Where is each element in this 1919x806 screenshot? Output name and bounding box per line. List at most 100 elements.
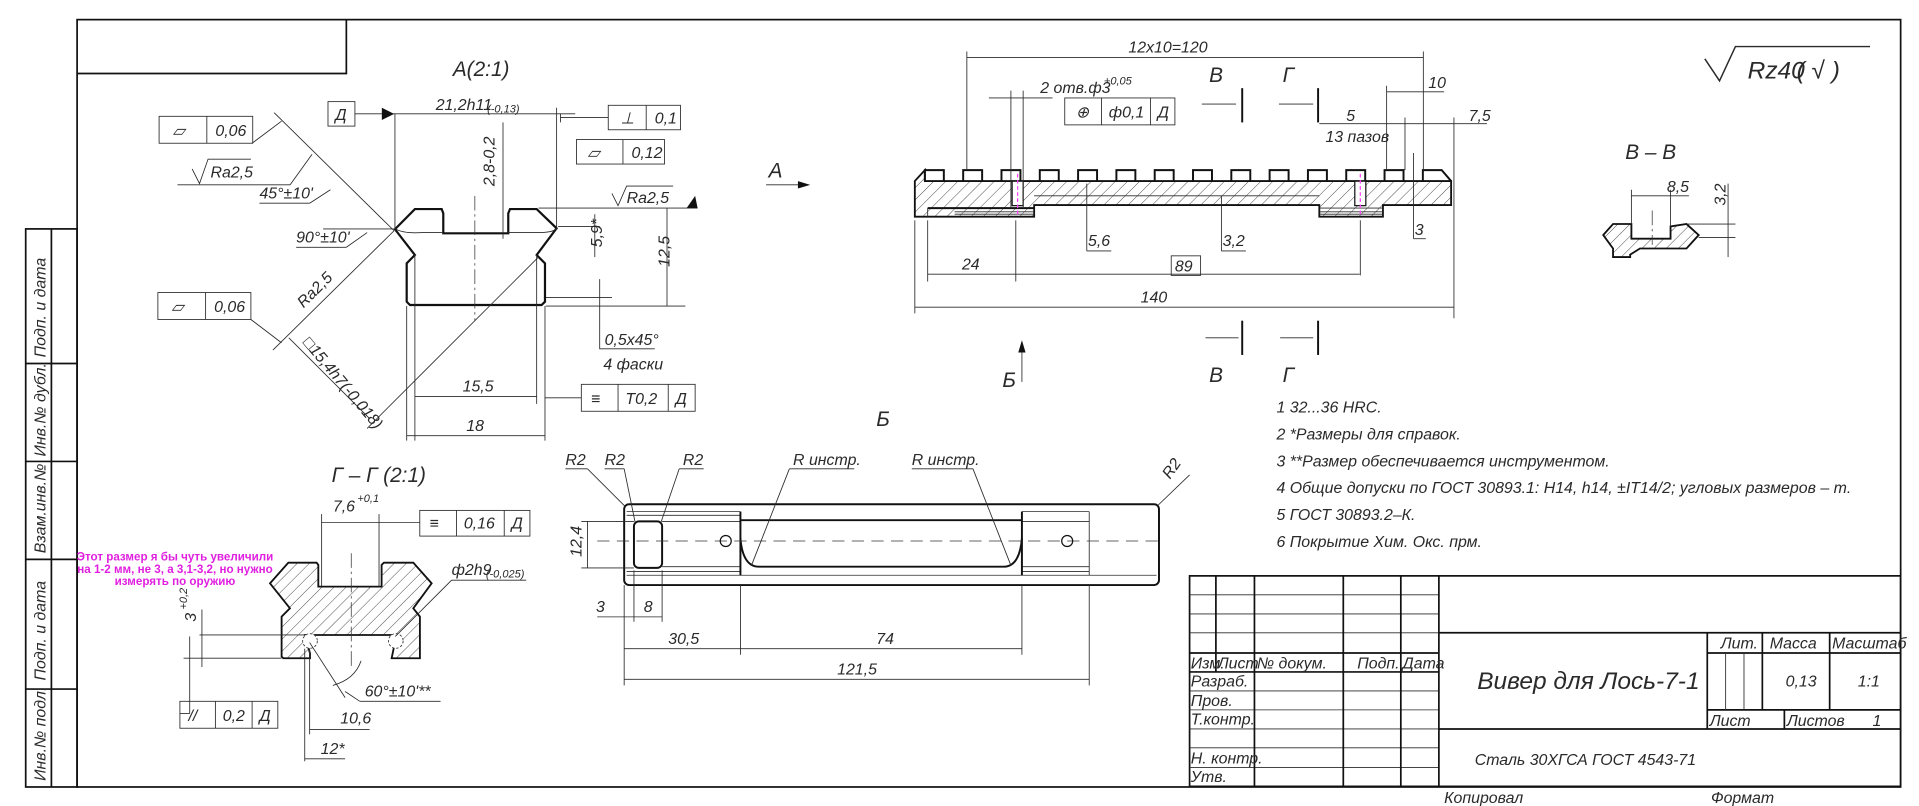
roughness-diagonal: Ra2,5 — [294, 269, 336, 311]
dim-7-5: 7,5 — [1469, 108, 1491, 125]
dim-30-5: 30,5 — [668, 631, 699, 648]
dim-89: 89 — [1175, 259, 1193, 276]
sheets-count: 1 — [1872, 713, 1881, 730]
view-b: Б R2 R2 R2 R инстр. R инстр. R2 12,4 3 8 — [565, 408, 1190, 686]
rail-tooth — [1115, 169, 1137, 182]
cut-label-v-top: В — [1209, 64, 1223, 87]
part-name: Вивер для Лось-7-1 — [1477, 668, 1699, 695]
sheets-label: Листов — [1786, 713, 1845, 730]
dim-121-5: 121,5 — [837, 661, 877, 678]
header-signature: Подп. — [1357, 655, 1399, 672]
datum-d-label: Д — [333, 107, 346, 124]
angle-45: 45°±10' — [259, 185, 313, 202]
chamfer-count: 4 фаски — [603, 357, 663, 374]
mass-label: Масса — [1770, 636, 1817, 653]
angle-90: 90°±10' — [296, 229, 350, 246]
width-dim: 21,2h11 — [435, 97, 492, 114]
fcf-datum: Д — [510, 516, 523, 533]
fcf-value: 0,12 — [632, 145, 663, 162]
pitch-dim: 12x10=120 — [1128, 40, 1207, 57]
section-vv-title: В – В — [1625, 141, 1676, 164]
chamfer-dim: 0,5x45° — [605, 332, 659, 349]
roughness-bracket: ( √ ) — [1797, 57, 1840, 84]
r-tool-label-1: R инстр. — [793, 452, 861, 469]
flatness-icon: ▱ — [587, 145, 601, 162]
rail-tooth — [962, 169, 984, 182]
roughness-right: Ra2,5 — [627, 190, 670, 207]
note-3: 3 **Размер обеспечивается инструментом. — [1276, 453, 1609, 470]
angle-60: 60°±10'** — [365, 683, 432, 700]
note-5: 5 ГОСТ 30893.2–К. — [1276, 507, 1415, 524]
fcf-value: 0,2 — [223, 708, 245, 725]
flatness-icon: ▱ — [173, 123, 187, 140]
role-developer: Разраб. — [1191, 674, 1249, 691]
role-norm-control: Н. контр. — [1191, 751, 1263, 768]
role-approved: Утв. — [1190, 769, 1227, 786]
note-6: 6 Покрытие Хим. Окс. прм. — [1276, 534, 1482, 551]
dim-74: 74 — [876, 631, 894, 648]
r2-label-3: R2 — [683, 452, 703, 469]
view-a: A(2:1) Д 21,2h11 (-0,13) 2,8-0,2 ⊥ 0,1 ▱… — [157, 58, 698, 441]
roughness-value: Rz40 — [1748, 57, 1806, 84]
material: Сталь 30ХГСА ГОСТ 4543-71 — [1475, 752, 1696, 769]
dim-8-5: 8,5 — [1667, 179, 1689, 196]
dim-8: 8 — [644, 599, 653, 616]
technical-notes: 1 32...36 HRC. 2 *Размеры для справок. 3… — [1275, 399, 1851, 551]
flatness-fcf-top: ▱ 0,12 — [576, 139, 665, 165]
header-change: Изм. — [1191, 655, 1225, 672]
r-tool-label-2: R инстр. — [912, 452, 980, 469]
note-1: 1 32...36 HRC. — [1276, 399, 1381, 416]
rail-tooth — [1383, 169, 1405, 182]
cut-label-v-bottom: В — [1209, 364, 1223, 387]
main-section-view: 12x10=120 cp 2 отв.ф3 +0,05 ⊕ ф0,1 Д В Г… — [766, 40, 1491, 392]
dim-10-6: 10,6 — [340, 710, 371, 727]
section-gg: Г – Г (2:1) 7,6 +0,1 ≡ 0,16 Д ф2h9 (-0,0… — [178, 464, 531, 762]
grooves-count: 13 пазов — [1325, 129, 1389, 146]
scale-value: 1:1 — [1858, 674, 1880, 691]
symmetry-fcf: ≡ T0,2 Д — [544, 383, 696, 412]
dim-5-9: 5,9* — [589, 218, 606, 247]
dim-24: 24 — [961, 256, 980, 273]
side-label-replace-inv: Взам.инв.№ — [32, 464, 49, 554]
dim-15-5: 15,5 — [463, 379, 494, 396]
section-vv: В – В 8,5 3,2 — [1602, 141, 1736, 258]
dim-3-tolerance: +0,2 — [178, 588, 190, 610]
view-b-title: Б — [876, 408, 890, 431]
dim-3-2: 3,2 — [1223, 233, 1245, 250]
lit-label: Лит. — [1720, 636, 1758, 653]
dim-3-gg: 3 — [183, 613, 200, 622]
dim-3-b: 3 — [596, 599, 605, 616]
role-tech-control: Т.контр. — [1191, 712, 1255, 729]
rail-tooth — [1077, 169, 1099, 182]
note-2: 2 *Размеры для справок. — [1275, 426, 1460, 443]
section-gg-title: Г – Г (2:1) — [332, 464, 426, 487]
view-arrow-a-label: A — [767, 160, 783, 183]
hole-dim: ф2h9 — [452, 562, 492, 579]
dim-12-4: 12,4 — [568, 526, 585, 557]
r2-label-2: R2 — [605, 452, 625, 469]
depth-dim: 2,8-0,2 — [481, 136, 498, 187]
symmetry-icon: ≡ — [430, 516, 439, 533]
side-label-sign-date-1: Подп. и дата — [32, 258, 49, 358]
hole-tolerance: (-0,025) — [486, 569, 525, 581]
holes-label: 2 отв.ф3 — [1039, 80, 1110, 97]
view-arrow-b-label: Б — [1002, 369, 1016, 392]
copied-label: Копировал — [1444, 790, 1523, 806]
roughness-left: Ra2,5 — [211, 165, 254, 182]
symmetry-fcf-gg: ≡ 0,16 Д — [419, 509, 531, 537]
side-label-sign-date-2: Подп. и дата — [32, 581, 49, 681]
dim-140: 140 — [1141, 289, 1168, 306]
parallelism-fcf: // 0,2 Д — [179, 700, 279, 729]
note-4: 4 Общие допуски по ГОСТ 30893.1: H14, h1… — [1276, 480, 1851, 497]
comment-line-1: Этот размер я бы чуть увеличили — [77, 551, 274, 564]
reviewer-comment: Этот размер я бы чуть увеличили на 1-2 м… — [77, 551, 274, 588]
rail-tooth — [1230, 169, 1252, 182]
mass-value: 0,13 — [1786, 674, 1817, 691]
parallelism-icon: // — [187, 708, 198, 725]
title-block: Изм. Лист № докум. Подп. Дата Разраб. Пр… — [1188, 575, 1907, 806]
r2-label-4: R2 — [1159, 456, 1185, 483]
fcf-datum: Д — [674, 391, 687, 408]
r2-label-1: R2 — [565, 452, 585, 469]
rail-tooth — [923, 169, 945, 182]
